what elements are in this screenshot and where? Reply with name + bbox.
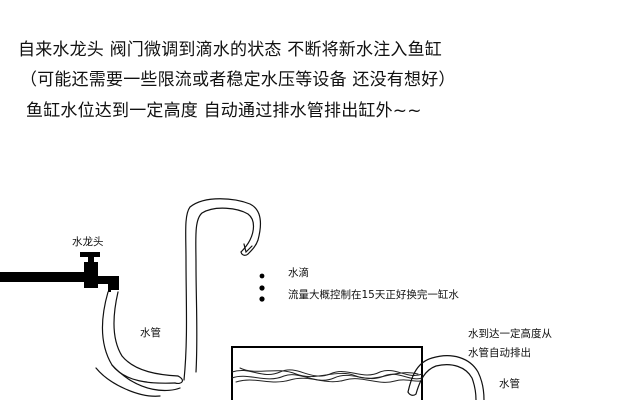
faucet-icon: [0, 252, 119, 292]
drip-label: 水滴: [288, 267, 309, 279]
description-line-1: 自来水龙头 阀门微调到滴水的状态 不断将新水注入鱼缸: [18, 40, 443, 60]
faucet-label: 水龙头: [72, 236, 104, 248]
inlet-pipe: [95, 198, 261, 397]
overflow-note-line-1: 水到达一定高度从: [468, 328, 552, 340]
inlet-pipe-label: 水管: [140, 327, 161, 339]
description-line-3: 鱼缸水位达到一定高度 自动通过排水管排出缸外~~: [26, 101, 422, 121]
fish-tank: [231, 346, 423, 400]
water-drops: [259, 273, 265, 302]
flow-note: 流量大概控制在15天正好换完一缸水: [288, 289, 459, 301]
description-line-2: （可能还需要一些限流或者稳定水压等设备 还没有想好）: [20, 70, 456, 90]
water-surface: [231, 367, 423, 383]
drain-pipe: [407, 355, 485, 400]
drain-pipe-label: 水管: [499, 378, 520, 390]
overflow-note-line-2: 水管自动排出: [468, 347, 531, 359]
